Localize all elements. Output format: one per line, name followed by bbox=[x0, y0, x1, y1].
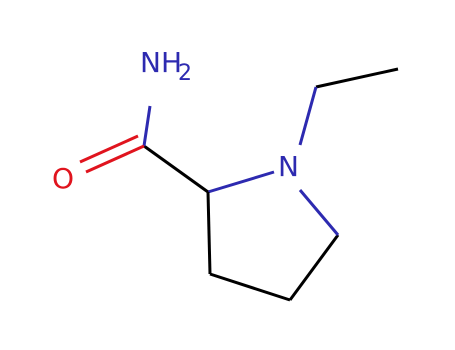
bond-c5-n bbox=[298, 189, 340, 236]
bond-ethyl-ch3 bbox=[315, 67, 399, 89]
bond-carbonyl-nh2 bbox=[142, 105, 152, 147]
bond-c3-c4 bbox=[209, 272, 291, 302]
amide-n-label: NH bbox=[140, 46, 182, 79]
bond-c2-c3 bbox=[206, 191, 212, 275]
bond-carbonyl-o-1 bbox=[79, 134, 139, 164]
bond-ethyl-n bbox=[298, 86, 318, 146]
bond-c4-c5 bbox=[288, 234, 340, 301]
bond-c2-carbonyl bbox=[143, 144, 209, 194]
oxygen-label: O bbox=[52, 162, 74, 195]
bond-n-c2 bbox=[207, 170, 275, 194]
bond-carbonyl-o-2 bbox=[85, 144, 145, 174]
amide-n-subscript: 2 bbox=[178, 61, 192, 86]
ring-n-label: N bbox=[278, 150, 299, 183]
